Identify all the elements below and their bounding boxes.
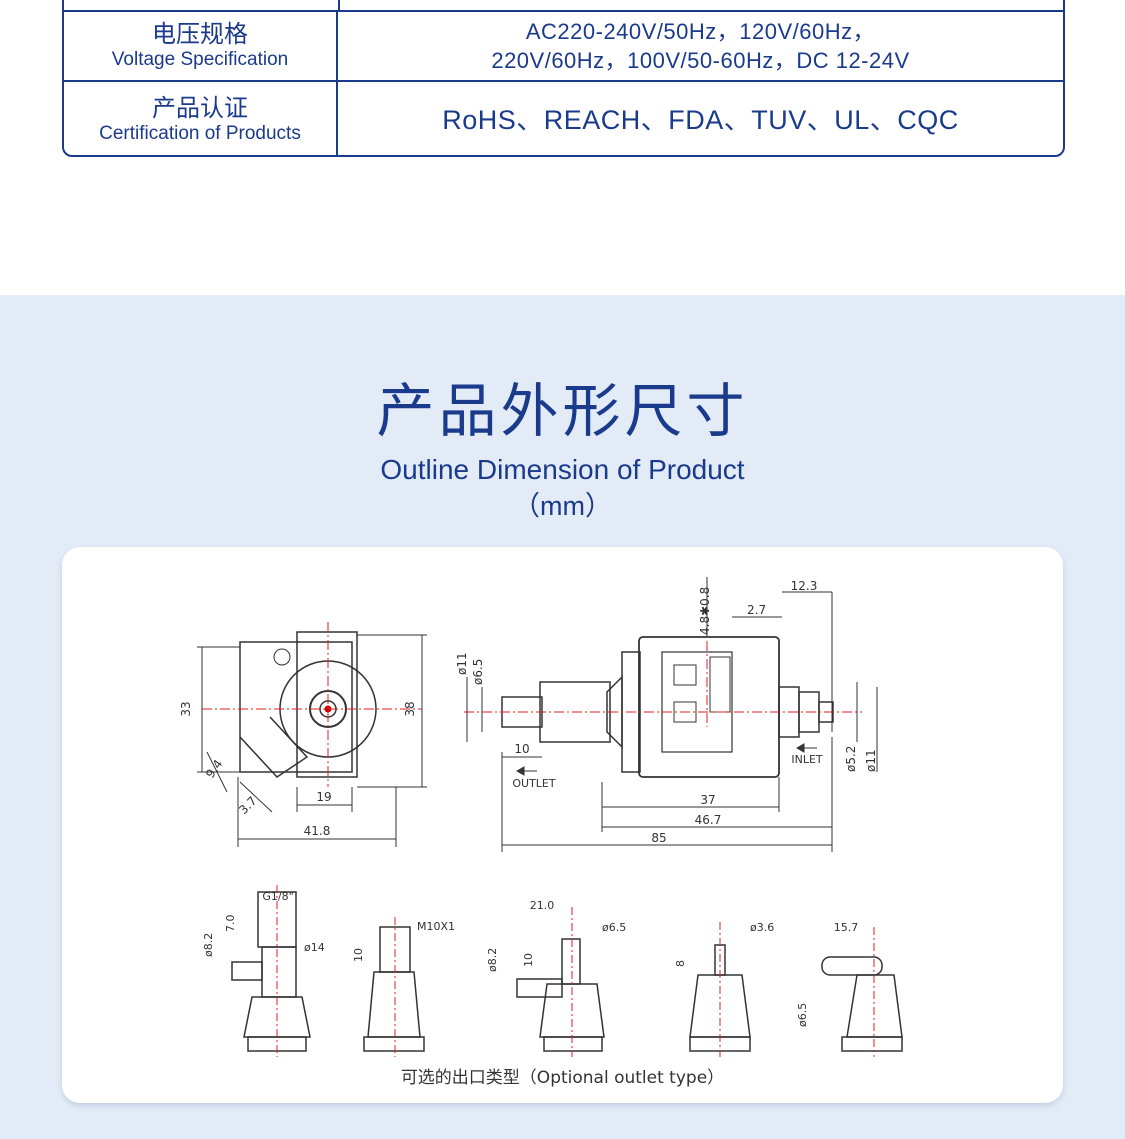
dim-label-4-8x0-8: 4.8✱0.8	[698, 587, 712, 635]
dim-label-7-0: 7.0	[224, 915, 237, 933]
side-view-drawing	[197, 622, 427, 847]
certification-label-cn: 产品认证	[152, 93, 248, 122]
dim-label-41-8: 41.8	[304, 824, 331, 838]
certification-value: RoHS、REACH、FDA、TUV、UL、CQC	[442, 104, 959, 135]
dim-label-m10x1: M10X1	[417, 920, 455, 933]
dim-label-46-7: 46.7	[695, 813, 722, 827]
optional-outlet-drawings	[231, 885, 903, 1057]
voltage-value-cell: AC220-240V/50Hz，120V/60Hz， 220V/60Hz，100…	[338, 12, 1063, 80]
dimension-unit: （mm）	[513, 491, 612, 521]
dimension-title-cn: 产品外形尺寸	[376, 377, 749, 445]
certification-label-cell: 产品认证 Certification of Products	[64, 82, 338, 155]
dim-label-9-4: 9.4	[203, 757, 225, 781]
dim-label-33: 33	[179, 701, 193, 716]
dim-label-12-3: 12.3	[791, 579, 818, 593]
outlet-label: OUTLET	[512, 777, 556, 790]
table-column-divider	[338, 0, 340, 10]
certification-value-cell: RoHS、REACH、FDA、TUV、UL、CQC	[338, 82, 1063, 155]
dim-label-g1-8: G1/8"	[262, 890, 293, 903]
spec-table: 电压规格 Voltage Specification AC220-240V/50…	[62, 0, 1065, 157]
dim-label-d5-2: ø5.2	[844, 746, 858, 772]
certification-label-en: Certification of Products	[99, 122, 301, 144]
voltage-label-en: Voltage Specification	[111, 49, 289, 70]
dim-label-15-7: 15.7	[834, 921, 859, 934]
dim-label-d3-6: ø3.6	[750, 921, 774, 934]
voltage-label-cn: 电压规格	[152, 20, 248, 48]
inlet-label: INLET	[791, 753, 823, 766]
dim-label-85: 85	[651, 831, 666, 845]
dim-label-d8-2-b: ø8.2	[486, 948, 499, 972]
dim-label-d11-inlet: ø11	[864, 749, 878, 772]
voltage-label-cell: 电压规格 Voltage Specification	[64, 12, 338, 80]
dim-label-37: 37	[700, 793, 715, 807]
voltage-row: 电压规格 Voltage Specification AC220-240V/50…	[64, 10, 1063, 80]
dim-label-10-outlet: 10	[514, 742, 529, 756]
dim-label-10-c: 10	[522, 953, 535, 967]
dim-label-2-7: 2.7	[747, 603, 766, 617]
drawing-card: 33 38 9.4 3.7 19 41.8 ø11 ø6.5 4.8✱0.8 2…	[62, 547, 1063, 1103]
dimension-section: 产品外形尺寸 Outline Dimension of Product （mm）	[0, 295, 1125, 1139]
voltage-value-line-1: AC220-240V/50Hz，120V/60Hz，	[525, 19, 876, 44]
technical-drawing: 33 38 9.4 3.7 19 41.8 ø11 ø6.5 4.8✱0.8 2…	[179, 577, 903, 1057]
dim-label-38: 38	[403, 701, 417, 716]
front-view-drawing	[464, 577, 878, 852]
optional-outlet-caption: 可选的出口类型（Optional outlet type）	[400, 1068, 725, 1088]
certification-row: 产品认证 Certification of Products RoHS、REAC…	[64, 80, 1063, 155]
dim-label-8: 8	[674, 960, 687, 967]
dim-label-21-0: 21.0	[530, 899, 555, 912]
dim-label-d8-2-a: ø8.2	[202, 933, 215, 957]
dim-label-d6-5-c: ø6.5	[796, 1003, 809, 1027]
dim-label-d14: ø14	[304, 941, 325, 954]
dim-label-10-b: 10	[352, 948, 365, 962]
voltage-value-line-2: 220V/60Hz，100V/50-60Hz，DC 12-24V	[491, 48, 910, 73]
dim-label-d6-5-b: ø6.5	[602, 921, 626, 934]
dimension-title-en: Outline Dimension of Product	[380, 454, 745, 485]
dim-label-d6-5-outlet: ø6.5	[471, 659, 485, 685]
dim-label-19: 19	[316, 790, 331, 804]
dim-label-d11-outlet: ø11	[455, 652, 469, 675]
